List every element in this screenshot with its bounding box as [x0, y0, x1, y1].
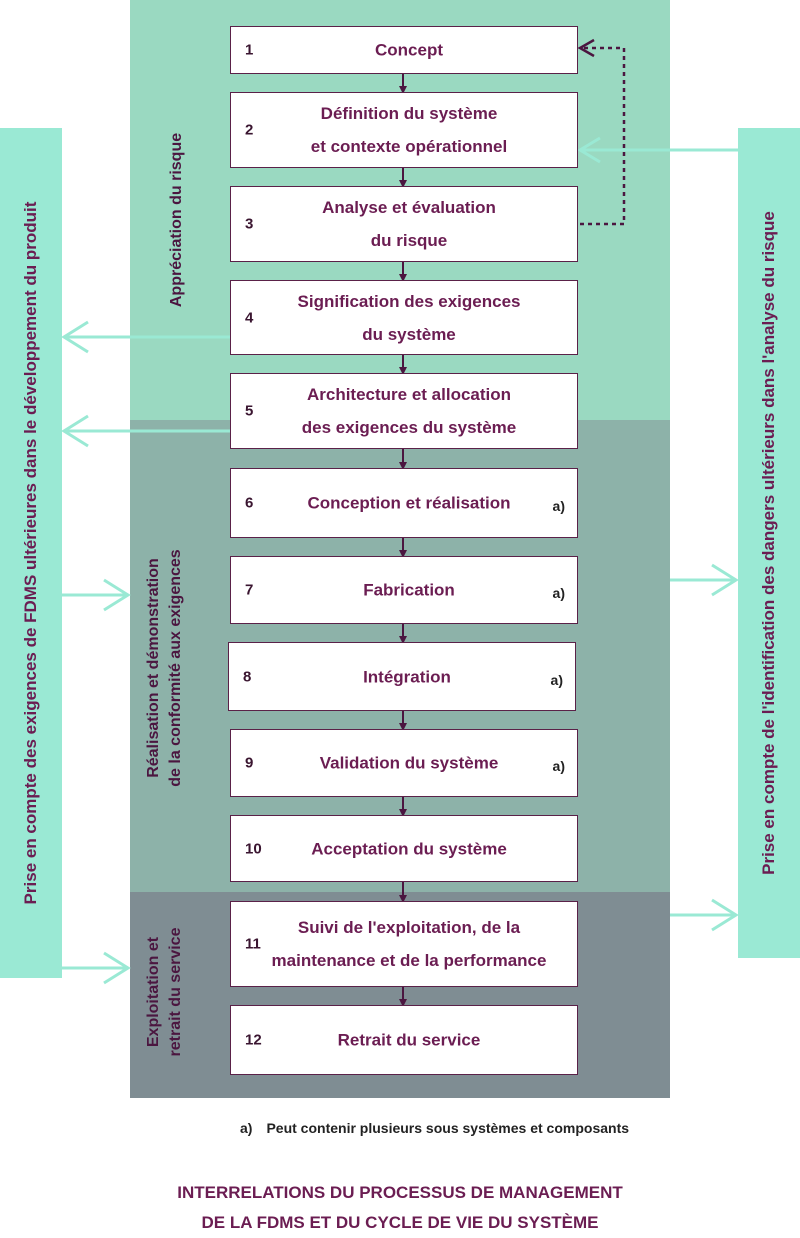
step-label: Intégration [269, 660, 545, 693]
step-number: 5 [245, 402, 254, 420]
step-number: 3 [245, 215, 254, 233]
step-label: Analyse et évaluation du risque [271, 191, 547, 257]
step-box: 11 Suivi de l'exploitation, de la mainten… [230, 901, 578, 987]
step-label: Fabrication [271, 574, 547, 607]
step-box: 7 Fabrication a) [230, 556, 578, 624]
step-label-line: Acceptation du système [311, 839, 507, 858]
step-label: Définition du système et contexte opérati… [271, 97, 547, 163]
footnote-text: Peut contenir plusieurs sous systèmes et… [266, 1120, 630, 1136]
step-box: 8 Intégration a) [228, 642, 576, 711]
step-label: Validation du système [271, 747, 547, 780]
step-label-line: Intégration [363, 667, 451, 686]
step-number: 10 [245, 840, 262, 857]
step-label-line: Signification des exigences [297, 291, 521, 311]
step-label: Retrait du service [271, 1024, 547, 1057]
step-number: 8 [243, 668, 252, 685]
step-note-marker: a) [552, 585, 565, 602]
caption-line: INTERRELATIONS DU PROCESSUS DE MANAGEMEN… [177, 1183, 623, 1202]
step-label-line: du système [362, 324, 456, 344]
step-label: Conception et réalisation [271, 487, 547, 520]
step-box: 5 Architecture et allocation des exigence… [230, 373, 578, 449]
step-label: Concept [271, 34, 547, 67]
step-label-line: des exigences du système [301, 418, 517, 437]
step-label-line: Concept [375, 40, 443, 60]
step-label-line: Architecture et allocation [306, 385, 512, 404]
figure-caption: INTERRELATIONS DU PROCESSUS DE MANAGEMEN… [0, 1178, 800, 1238]
step-note-marker: a) [552, 498, 565, 515]
step-number: 6 [245, 494, 254, 512]
step-label: Acceptation du système [271, 832, 547, 865]
step-box: 12 Retrait du service [230, 1005, 578, 1075]
step-label-line: et contexte opérationnel [310, 137, 508, 156]
right-feedback-band: Prise en compte de l'identification des … [738, 128, 800, 958]
step-label-line: Conception et réalisation [307, 493, 511, 513]
step-label: Signification des exigences du système [271, 285, 547, 351]
step-box: 10 Acceptation du système [230, 815, 578, 882]
step-label-line: maintenance et de la performance [271, 951, 547, 970]
step-note-marker: a) [550, 671, 563, 688]
step-box: 2 Définition du système et contexte opéra… [230, 92, 578, 168]
step-number: 12 [245, 1031, 262, 1049]
step-box: 1 Concept [230, 26, 578, 74]
step-box: 3 Analyse et évaluation du risque [230, 186, 578, 262]
step-label-line: Analyse et évaluation [322, 198, 496, 217]
risk-feedback-arrowhead [577, 38, 595, 58]
step-label-line: Fabrication [363, 580, 455, 600]
left-feedback-band: Prise en compte des exigences de FDMS ul… [0, 128, 62, 978]
step-note-marker: a) [552, 758, 565, 775]
step-number: 11 [245, 935, 261, 953]
step-box: 4 Signification des exigences du système [230, 280, 578, 355]
step-label: Suivi de l'exploitation, de la maintenanc… [271, 911, 547, 977]
step-label-line: Validation du système [319, 753, 499, 773]
step-label-line: du risque [370, 231, 448, 250]
step-number: 2 [245, 121, 254, 139]
step-number: 1 [245, 41, 254, 59]
step-label-line: Suivi de l'exploitation, de la [297, 918, 521, 937]
step-box: 9 Validation du système a) [230, 729, 578, 797]
caption-line: DE LA FDMS ET DU CYCLE DE VIE DU SYSTÈME [201, 1213, 599, 1232]
risk-feedback-loop [580, 46, 626, 226]
step-number: 9 [245, 754, 254, 772]
step-box: 6 Conception et réalisation a) [230, 468, 578, 538]
step-label: Architecture et allocation des exigences … [271, 378, 547, 444]
step-number: 4 [245, 309, 254, 326]
step-label-line: Définition du système [320, 104, 498, 123]
footnote-key: a) [240, 1120, 253, 1136]
step-label-line: Retrait du service [337, 1030, 481, 1050]
step-number: 7 [245, 581, 254, 599]
footnote: a) Peut contenir plusieurs sous systèmes … [240, 1120, 629, 1136]
